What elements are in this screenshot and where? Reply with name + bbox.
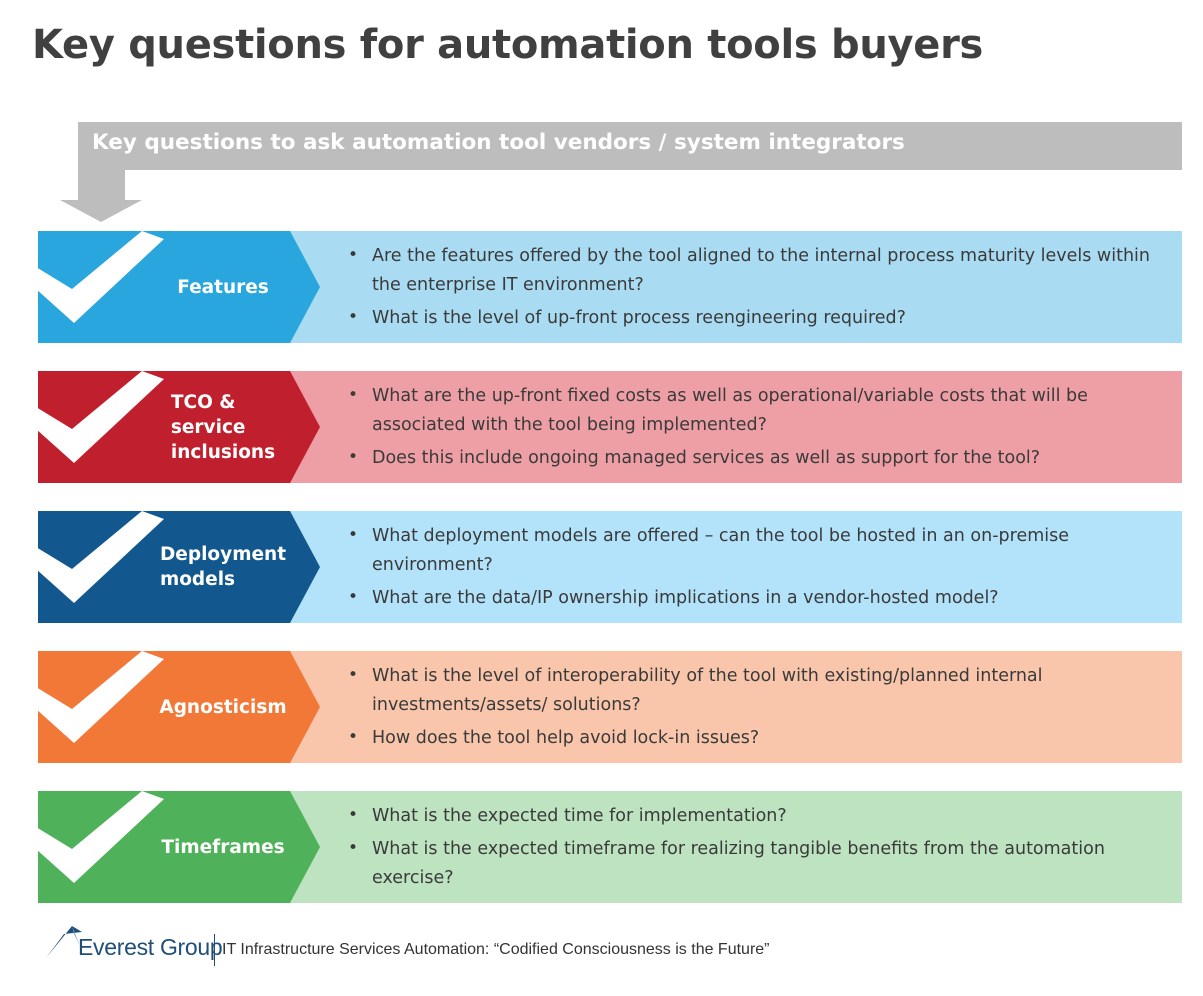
footer: Everest Group IT Infrastructure Services… <box>44 920 1184 970</box>
question-list: Are the features offered by the tool ali… <box>348 231 1178 343</box>
question-item: How does the tool help avoid lock-in iss… <box>348 723 1178 753</box>
row-timeframes: Timeframes What is the expected time for … <box>36 791 1182 903</box>
question-item: What is the expected time for implementa… <box>348 801 1178 831</box>
row-label: Deployment models <box>128 511 318 623</box>
row-features: Features Are the features offered by the … <box>36 231 1182 343</box>
row-tco: TCO & service inclusions What are the up-fr… <box>36 371 1182 483</box>
row-label: Timeframes <box>128 791 318 903</box>
row-label-line: Features <box>177 276 269 298</box>
question-item: What is the level of interoperability of… <box>348 661 1178 720</box>
row-label-line: inclusions <box>170 441 276 463</box>
everest-logo-icon <box>46 926 82 958</box>
row-label-line: TCO & <box>170 391 236 413</box>
row-label: Agnosticism <box>128 651 318 763</box>
banner-arrow <box>60 122 1182 222</box>
question-item: What are the up-front fixed costs as wel… <box>348 381 1178 440</box>
row-label-line: models <box>159 569 236 590</box>
banner-text: Key questions to ask automation tool ven… <box>92 130 905 155</box>
report-title: IT Infrastructure Services Automation: “… <box>222 941 770 958</box>
checkmark-icon <box>36 651 164 743</box>
row-label-line: Timeframes <box>161 836 285 858</box>
row-label-line: Deployment <box>159 544 287 565</box>
row-label: Features <box>128 231 318 343</box>
row-label-line: Agnosticism <box>159 696 287 718</box>
question-item: What is the level of up-front process re… <box>348 303 1178 333</box>
checkmark-icon <box>36 511 164 603</box>
row-label: TCO & service inclusions <box>128 371 318 483</box>
question-item: What deployment models are offered – can… <box>348 521 1178 580</box>
question-list: What deployment models are offered – can… <box>348 511 1178 623</box>
question-item: What are the data/IP ownership implicati… <box>348 583 1178 613</box>
row-deployment: Deployment models What deployment models a… <box>36 511 1182 623</box>
row-label-line: service <box>170 416 246 438</box>
question-list: What is the level of interoperability of… <box>348 651 1178 763</box>
question-item: Are the features offered by the tool ali… <box>348 241 1178 300</box>
logo-text: Everest Group <box>78 934 223 960</box>
question-list: What are the up-front fixed costs as wel… <box>348 371 1178 483</box>
question-item: What is the expected timeframe for reali… <box>348 834 1178 893</box>
question-item: Does this include ongoing managed servic… <box>348 443 1178 473</box>
checkmark-icon <box>36 791 164 883</box>
checkmark-icon <box>36 231 164 323</box>
row-agnosticism: Agnosticism What is the level of interope… <box>36 651 1182 763</box>
checkmark-icon <box>36 371 164 463</box>
footer-divider <box>214 934 215 966</box>
question-list: What is the expected time for implementa… <box>348 791 1178 903</box>
page-title: Key questions for automation tools buyer… <box>32 22 984 68</box>
